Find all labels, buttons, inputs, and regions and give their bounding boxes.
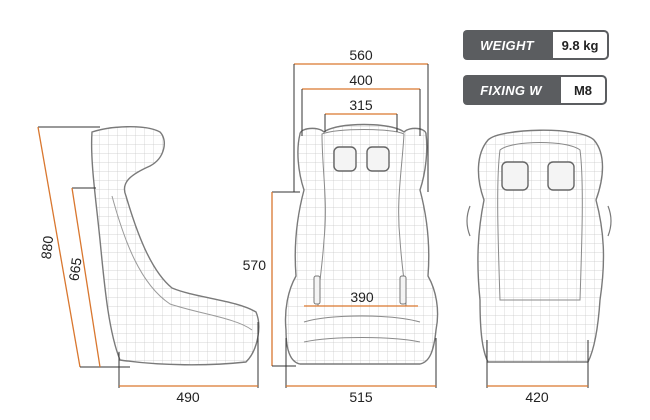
- rear-side-flange-right: [607, 205, 612, 237]
- front-cushion-line: [303, 315, 421, 343]
- rear-shell-line: [497, 142, 583, 301]
- seat-front-view: 560 400 315 570 390 515: [243, 47, 439, 405]
- side-height-line: [37, 126, 81, 368]
- front-height-label: 570: [243, 257, 267, 273]
- side-seat-outline: [90, 126, 260, 366]
- rear-harness-slot-right: [547, 161, 575, 191]
- seat-side-view: 880 665 490: [37, 126, 260, 405]
- side-slot-left: [313, 275, 321, 305]
- rear-base-width-label: 420: [525, 389, 549, 405]
- harness-slot-left: [333, 146, 357, 172]
- weight-value: 9.8 kg: [551, 30, 609, 60]
- harness-slot-right: [366, 146, 390, 172]
- side-back-label: 665: [66, 256, 85, 282]
- rear-side-flange-left: [466, 205, 471, 237]
- weight-badge: WEIGHT 9.8 kg: [463, 30, 609, 60]
- side-height-label: 880: [38, 235, 56, 260]
- front-mid-width-label: 400: [349, 72, 373, 88]
- fixing-value: M8: [559, 75, 607, 105]
- side-depth-label: 490: [176, 389, 200, 405]
- seat-rear-view: 420: [466, 129, 612, 405]
- fixing-label: FIXING W: [463, 75, 559, 105]
- side-back-line: [71, 187, 101, 368]
- rear-seat-outline: [477, 129, 605, 363]
- side-bolster-line: [111, 195, 253, 331]
- front-base-width-label: 515: [349, 389, 373, 405]
- front-head-width-label: 315: [349, 97, 373, 113]
- front-outer-width-label: 560: [349, 47, 373, 63]
- side-slot-right: [399, 275, 407, 305]
- front-seat-width-label: 390: [350, 289, 374, 305]
- front-seat-outline: [284, 123, 439, 365]
- fixing-badge: FIXING W M8: [463, 75, 607, 105]
- weight-label: WEIGHT: [463, 30, 551, 60]
- rear-harness-slot-left: [501, 161, 529, 191]
